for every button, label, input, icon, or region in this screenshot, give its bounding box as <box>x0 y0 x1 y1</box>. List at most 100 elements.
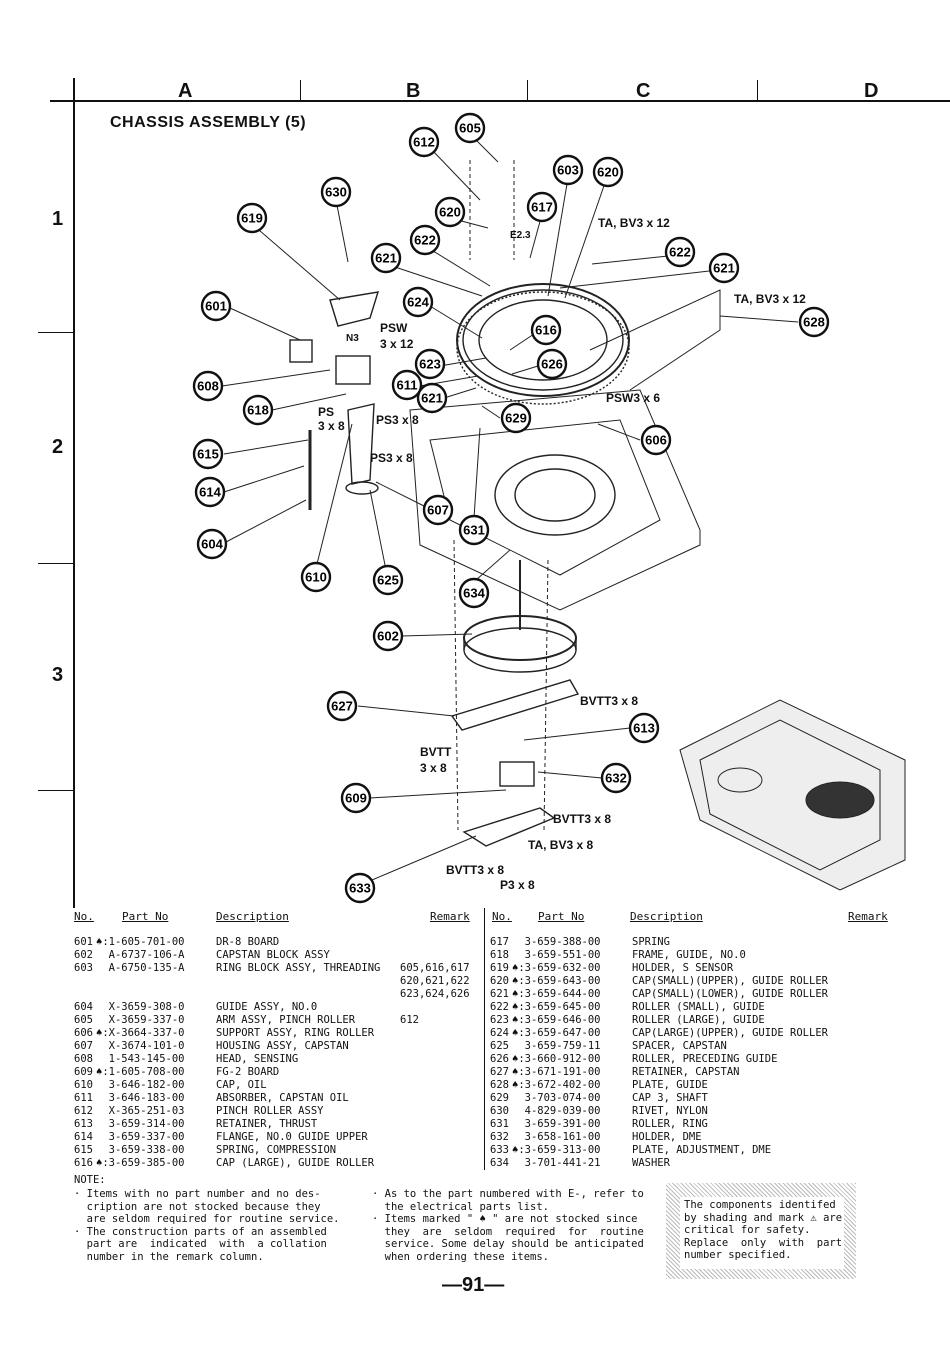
parts-cell-desc: ARM ASSY, PINCH ROLLER <box>216 1014 356 1026</box>
parts-cell-part: 3-703-074-00 <box>512 1092 601 1104</box>
screw-label-ta-bv3-12-b: TA, BV3 x 12 <box>734 292 806 306</box>
callout-label: 632 <box>605 771 627 786</box>
parts-cell-desc: CAP, OIL <box>216 1079 267 1091</box>
col-divider-ab <box>300 80 301 100</box>
callout-625: 625 <box>372 564 404 596</box>
callout-circle <box>458 514 490 546</box>
callout-label: 626 <box>541 357 563 372</box>
parts-cell-part: 3-646-183-00 <box>96 1092 185 1104</box>
callout-circle <box>402 286 434 318</box>
parts-cell-no: 616 <box>74 1157 93 1169</box>
screw-label-e23: E2.3 <box>510 230 531 241</box>
safety-note-box: The components identifed by shading and … <box>666 1183 856 1279</box>
parts-cell-no: 633 <box>490 1144 509 1156</box>
parts-cell-part: ♠:3-659-647-00 <box>512 1027 601 1039</box>
parts-cell-desc: CAP (LARGE), GUIDE ROLLER <box>216 1157 375 1169</box>
callout-610: 610 <box>300 561 332 593</box>
callout-609: 609 <box>340 782 372 814</box>
parts-cell-desc: FG-2 BOARD <box>216 1066 280 1078</box>
screw-label-ta-bv3-8: TA, BV3 x 8 <box>528 838 593 852</box>
parts-cell-no: 608 <box>74 1053 93 1065</box>
parts-cell-part: ♠:1-605-708-00 <box>96 1066 185 1078</box>
parts-cell-no: 617 <box>490 936 509 948</box>
column-letter-a: A <box>178 80 193 102</box>
callout-612: 612 <box>408 126 440 158</box>
callout-621: 621 <box>416 382 448 414</box>
callout-circle <box>458 577 490 609</box>
notes-middle: · As to the part numbered with E-, refer… <box>372 1188 644 1263</box>
callout-627: 627 <box>326 690 358 722</box>
parts-cell-desc: ROLLER, PRECEDING GUIDE <box>632 1053 778 1065</box>
parts-cell-part: A-6750-135-A <box>96 962 185 974</box>
parts-cell-remark: 620,621,622 <box>400 975 470 987</box>
callout-label: 634 <box>463 586 485 601</box>
parts-cell-no: 615 <box>74 1144 93 1156</box>
callout-label: 615 <box>197 447 219 462</box>
callout-circle <box>592 156 624 188</box>
callout-circle <box>320 176 352 208</box>
callout-618: 618 <box>242 394 274 426</box>
parts-cell-part: ♠:3-659-644-00 <box>512 988 601 1000</box>
callout-label: 614 <box>199 485 221 500</box>
callout-616: 616 <box>530 314 562 346</box>
parts-cell-desc: HOLDER, S SENSOR <box>632 962 734 974</box>
mechanism-drawing <box>289 283 721 847</box>
screw-label-psw3-6: PSW3 x 6 <box>606 391 660 405</box>
parts-cell-desc: SPRING, COMPRESSION <box>216 1144 337 1156</box>
callout-label: 610 <box>305 570 327 585</box>
parts-row: 620,621,622 <box>74 975 480 988</box>
parts-cell-no: 624 <box>490 1027 509 1039</box>
screw-label-bvtt3-8-a: BVTT3 x 8 <box>580 694 638 708</box>
callout-620: 620 <box>434 196 466 228</box>
right-header-description: Description <box>630 910 703 923</box>
safety-note-text: The components identifed by shading and … <box>680 1197 844 1269</box>
parts-cell-desc: SUPPORT ASSY, RING ROLLER <box>216 1027 375 1039</box>
parts-cell-desc: RETAINER, CAPSTAN <box>632 1066 740 1078</box>
callout-611: 611 <box>391 369 423 401</box>
parts-cell-part: X-3674-101-0 <box>96 1040 185 1052</box>
parts-cell-desc: FRAME, GUIDE, NO.0 <box>632 949 746 961</box>
parts-cell-desc: CAPSTAN BLOCK ASSY <box>216 949 330 961</box>
parts-cell-desc: HOLDER, DME <box>632 1131 702 1143</box>
screw-label-n3: N3 <box>346 333 359 344</box>
callout-label: 617 <box>531 200 553 215</box>
callout-circle <box>552 154 584 186</box>
parts-cell-part: ♠:3-659-385-00 <box>96 1157 185 1169</box>
callout-label: 618 <box>247 403 269 418</box>
callout-633: 633 <box>344 872 376 904</box>
callout-label: 633 <box>349 881 371 896</box>
parts-cell-desc: CAP(SMALL)(UPPER), GUIDE ROLLER <box>632 975 828 987</box>
parts-cell-part: ♠:3-660-912-00 <box>512 1053 601 1065</box>
parts-cell-part: ♠:3-671-191-00 <box>512 1066 601 1078</box>
callout-circle <box>408 126 440 158</box>
screw-label-ps3-8-b: PS3 x 8 <box>370 451 413 465</box>
parts-cell-part: ♠:3-659-632-00 <box>512 962 601 974</box>
parts-cell-no: 614 <box>74 1131 93 1143</box>
callout-circle <box>526 191 558 223</box>
callout-631: 631 <box>458 514 490 546</box>
parts-cell-part: ♠:3-659-313-00 <box>512 1144 601 1156</box>
parts-cell-no: 613 <box>74 1118 93 1130</box>
callout-label: 601 <box>205 299 227 314</box>
parts-cell-part: X-3659-337-0 <box>96 1014 185 1026</box>
callout-circle <box>536 348 568 380</box>
callout-circle <box>200 290 232 322</box>
callout-620: 620 <box>592 156 624 188</box>
callout-circle <box>192 370 224 402</box>
callout-634: 634 <box>458 577 490 609</box>
callout-613: 613 <box>628 712 660 744</box>
parts-cell-no: 610 <box>74 1079 93 1091</box>
parts-cell-desc: PLATE, GUIDE <box>632 1079 708 1091</box>
